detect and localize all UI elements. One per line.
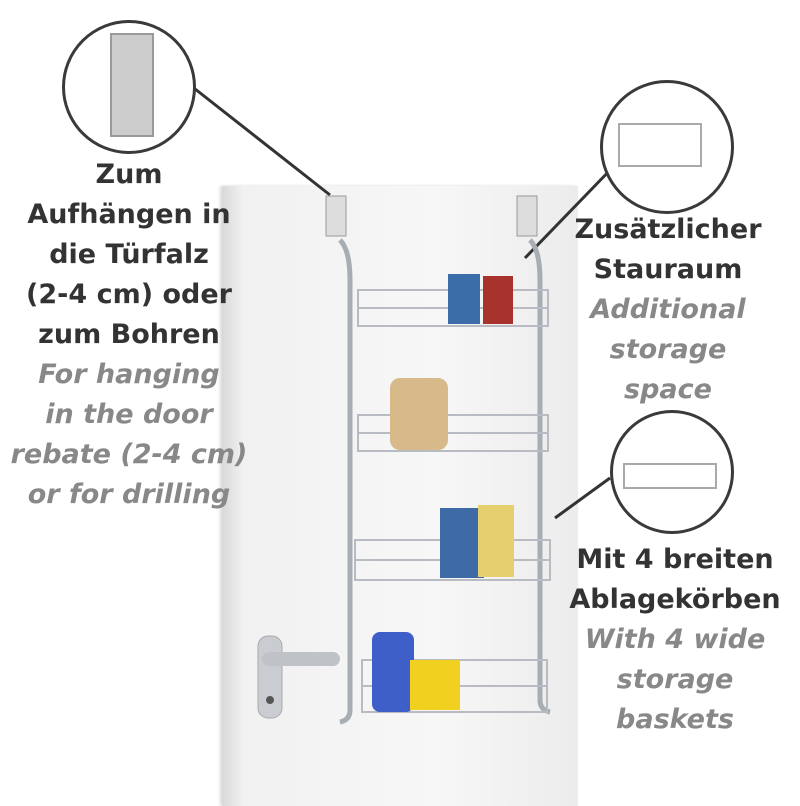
label-line: storage baskets bbox=[616, 664, 734, 735]
label-line: in the door bbox=[45, 399, 213, 430]
label-line: rebate (2-4 cm) bbox=[10, 439, 248, 470]
callout-line-baskets bbox=[554, 476, 611, 520]
detail-circle-basket bbox=[610, 410, 734, 534]
label-line: Ablagekörben bbox=[569, 584, 781, 615]
label-line: Aufhängen in bbox=[27, 199, 231, 230]
product-tin-red bbox=[483, 276, 513, 324]
storage-label-en: Additional storage space bbox=[568, 290, 768, 410]
door-handle bbox=[262, 652, 340, 666]
label-line: Stauraum bbox=[593, 254, 743, 285]
label-line: Zusätzlicher bbox=[574, 214, 762, 245]
product-box-blue bbox=[440, 508, 484, 578]
hook-label-en: For hanging in the door rebate (2-4 cm) or … bbox=[0, 355, 258, 515]
product-sponge bbox=[410, 660, 460, 710]
door-hook-left bbox=[325, 195, 347, 237]
keyhole bbox=[266, 696, 274, 704]
rack bbox=[338, 238, 551, 725]
label-line: or for drilling bbox=[27, 479, 231, 510]
door-hook-right bbox=[516, 195, 538, 237]
label-line: Additional bbox=[590, 294, 746, 325]
callout-line-hook bbox=[189, 83, 331, 197]
product-bottle bbox=[372, 632, 414, 712]
label-line: With 4 wide bbox=[584, 624, 766, 655]
detail-circle-hook bbox=[62, 20, 196, 154]
label-line: die Türfalz bbox=[49, 239, 209, 270]
detail-circle-storage bbox=[600, 80, 734, 214]
label-line: (2-4 cm) oder bbox=[26, 279, 232, 310]
door-handle-plate bbox=[257, 635, 283, 719]
label-line: Mit 4 breiten bbox=[576, 544, 774, 575]
basket-2 bbox=[357, 414, 549, 452]
baskets-label-en: With 4 wide storage baskets bbox=[560, 620, 790, 740]
callout-line-storage bbox=[523, 163, 617, 260]
product-tin-blue bbox=[448, 274, 480, 324]
label-line: zum Bohren bbox=[38, 319, 220, 350]
label-line: storage space bbox=[609, 334, 727, 405]
product-clothespins bbox=[390, 378, 448, 450]
product-box-yellow bbox=[478, 505, 514, 577]
label-line: Zum bbox=[95, 159, 163, 190]
label-line: For hanging bbox=[38, 359, 220, 390]
